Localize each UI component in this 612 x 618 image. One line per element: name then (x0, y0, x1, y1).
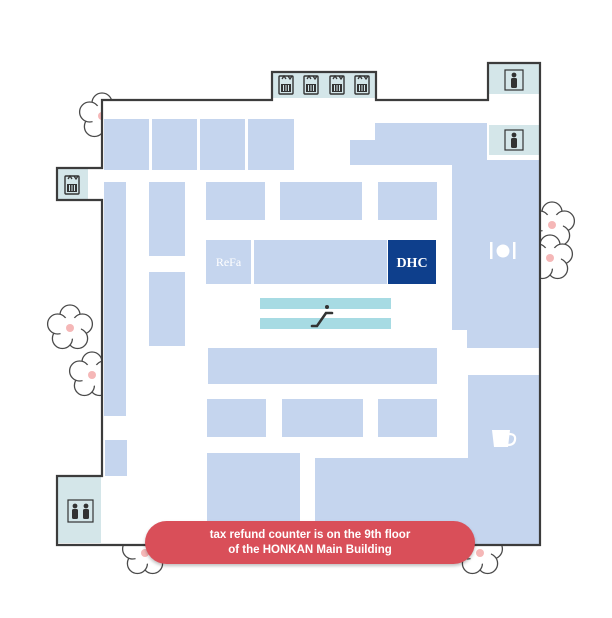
store-dhc-label: DHC (396, 256, 427, 271)
escalator-icon (310, 311, 334, 328)
store-blocks (104, 119, 540, 545)
tax-refund-banner: tax refund counter is on the 9th floor o… (145, 521, 475, 564)
banner-line-1: tax refund counter is on the 9th floor (209, 528, 411, 541)
restroom-male-icon[interactable] (504, 69, 524, 91)
banner-line-2: of the HONKAN Main Building (228, 543, 392, 556)
store-dhc[interactable] (388, 240, 436, 284)
restaurant-icon[interactable] (490, 242, 516, 259)
store-refa-label: ReFa (216, 255, 242, 269)
cafe-icon[interactable] (492, 430, 517, 447)
outer-wall (55, 61, 542, 547)
restroom-male-icon[interactable] (504, 129, 524, 151)
store-refa[interactable] (206, 240, 251, 284)
restroom-icon[interactable] (67, 499, 94, 523)
escalator[interactable] (260, 298, 391, 329)
